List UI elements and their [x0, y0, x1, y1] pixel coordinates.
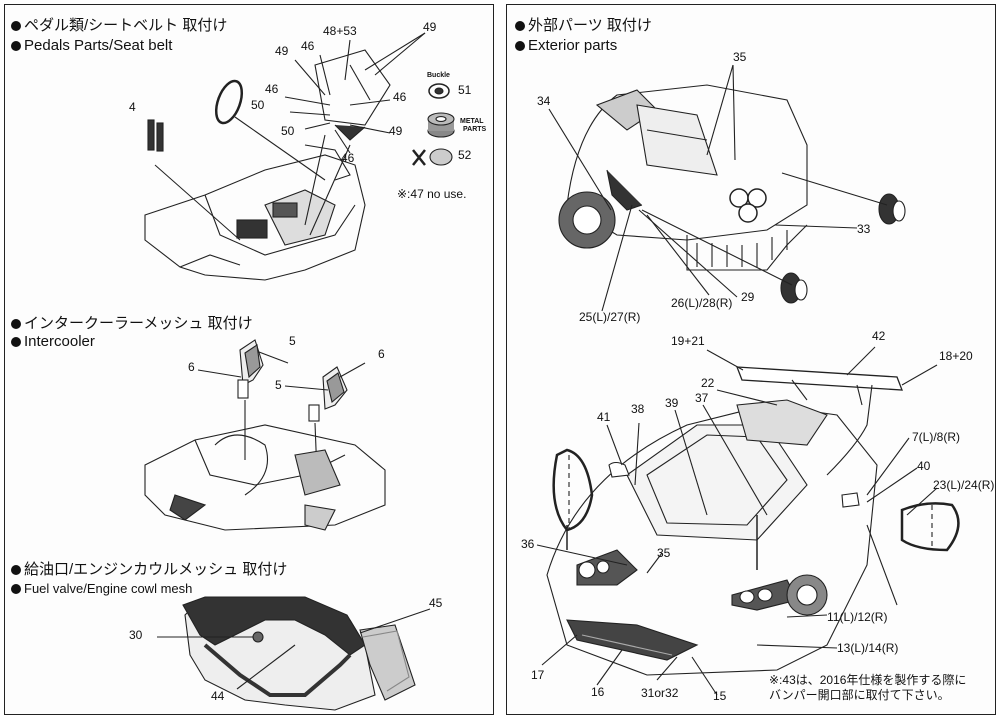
pedals-note: ※:47 no use.	[397, 187, 467, 201]
part-label: 31or32	[641, 686, 679, 700]
part-label: 30	[129, 628, 143, 642]
part-label: 5	[289, 334, 296, 348]
part-label: 49	[423, 20, 437, 34]
intercooler-title-jp: インタークーラーメッシュ 取付け	[11, 315, 253, 332]
part-label: 40	[917, 459, 931, 473]
bullet-icon	[11, 565, 21, 575]
part-label: 50	[281, 124, 295, 138]
exterior-note: ※:43は、2016年仕様を製作する際に バンパー開口部に取付て下さい。	[769, 673, 967, 702]
bullet-icon	[11, 21, 21, 31]
exterior-title-en: Exterior parts	[515, 37, 617, 54]
part-label: 48+53	[323, 24, 357, 38]
part-label: 50	[251, 98, 265, 112]
part-label: 46	[341, 151, 355, 165]
fuel-title-jp: 給油口/エンジンカウルメッシュ 取付け	[11, 561, 287, 578]
part-label: 19+21	[671, 334, 705, 348]
part-label: 11(L)/12(R)	[827, 610, 888, 624]
bullet-icon	[515, 21, 525, 31]
part-label: 25(L)/27(R)	[579, 310, 641, 324]
part-label: 13(L)/14(R)	[837, 641, 899, 655]
part-label: 46	[393, 90, 407, 104]
part-label: 49	[389, 124, 403, 138]
bullet-icon	[515, 41, 525, 51]
metal-label-2: PARTS	[463, 126, 487, 133]
engine-cowl-drawing	[157, 596, 431, 711]
bullet-icon	[11, 584, 21, 594]
rear-car-drawing	[548, 64, 906, 312]
part-label: 26(L)/28(R)	[671, 296, 733, 310]
front-car-drawing	[536, 346, 960, 696]
part-label: 22	[701, 376, 715, 390]
part-label: 6	[378, 347, 385, 361]
part-label: 34	[537, 94, 551, 108]
left-line-art	[144, 32, 455, 711]
pedals-title-jp: ペダル類/シートベルト 取付け	[11, 17, 227, 34]
part-label: 46	[301, 39, 315, 53]
part-label: 39	[665, 396, 679, 410]
right-panel: 外部パーツ 取付け Exterior parts 35 34 33 29 26(…	[506, 4, 996, 715]
left-panel: ペダル類/シートベルト 取付け Pedals Parts/Seat belt 4…	[4, 4, 494, 715]
bullet-icon	[11, 337, 21, 347]
bullet-icon	[11, 319, 21, 329]
metal-label-1: METAL	[460, 118, 484, 125]
part-label: 45	[429, 596, 443, 610]
pedals-title-en: Pedals Parts/Seat belt	[11, 37, 172, 54]
part-label: 16	[591, 685, 605, 699]
part-label: 6	[188, 360, 195, 374]
part-label: 46	[265, 82, 279, 96]
legend-icons	[412, 83, 455, 166]
part-label: 7(L)/8(R)	[912, 430, 961, 444]
part-label: 35	[657, 546, 671, 560]
part-label: 42	[872, 329, 886, 343]
buckle-label: Buckle	[427, 72, 450, 79]
pedal-chassis-drawing	[144, 32, 426, 281]
part-label: 17	[531, 668, 545, 682]
belt-part-number: 52	[458, 148, 472, 162]
part-label: 23(L)/24(R)	[933, 478, 995, 492]
part-label: 38	[631, 402, 645, 416]
intercooler-drawing	[144, 339, 386, 531]
bullet-icon	[11, 41, 21, 51]
part-label: 41	[597, 410, 611, 424]
part-label: 36	[521, 537, 535, 551]
part-label: 29	[741, 290, 755, 304]
exterior-title-jp: 外部パーツ 取付け	[515, 17, 652, 34]
part-label: 15	[713, 689, 727, 703]
part-label: 44	[211, 689, 225, 703]
part-label: 4	[129, 100, 136, 114]
right-line-art	[536, 64, 960, 696]
fuel-title-en: Fuel valve/Engine cowl mesh	[11, 580, 192, 597]
part-label: 49	[275, 44, 289, 58]
part-label: 33	[857, 222, 871, 236]
part-label: 37	[695, 391, 709, 405]
intercooler-title-en: Intercooler	[11, 333, 95, 350]
buckle-part-number: 51	[458, 83, 472, 97]
part-label: 18+20	[939, 349, 973, 363]
part-label: 5	[275, 378, 282, 392]
part-label: 35	[733, 50, 747, 64]
